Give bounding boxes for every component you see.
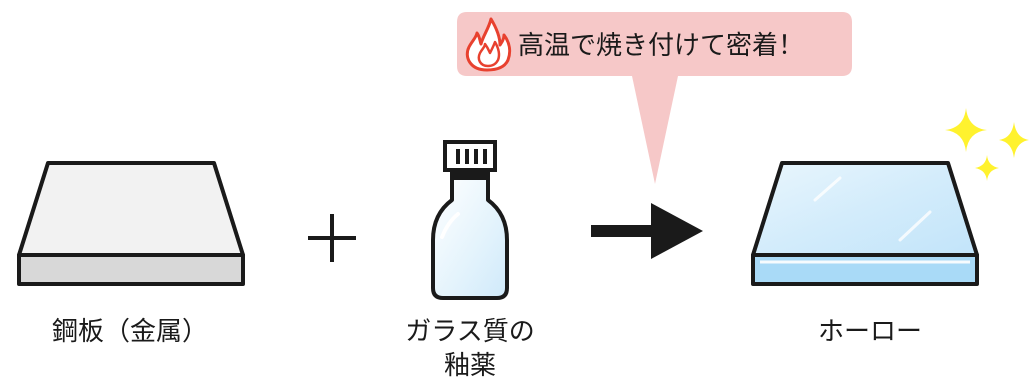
enamel-plate (751, 161, 979, 286)
right-arrow-icon (591, 203, 703, 259)
sparkle-icon (945, 108, 1029, 181)
plus-icon (308, 214, 356, 262)
glaze-label-line2: 釉薬 (443, 351, 496, 381)
steel-plate (17, 161, 245, 286)
glaze-bottle-icon (431, 140, 509, 300)
glaze-label-line1: ガラス質の (405, 317, 535, 347)
flame-icon (465, 17, 512, 72)
speech-bubble (457, 12, 852, 184)
enamel-label: ホーロー (817, 317, 922, 347)
bubble-text: 高温で焼き付けて密着！ (518, 31, 805, 61)
steel-plate-label: 鋼板（金属） (51, 317, 208, 347)
